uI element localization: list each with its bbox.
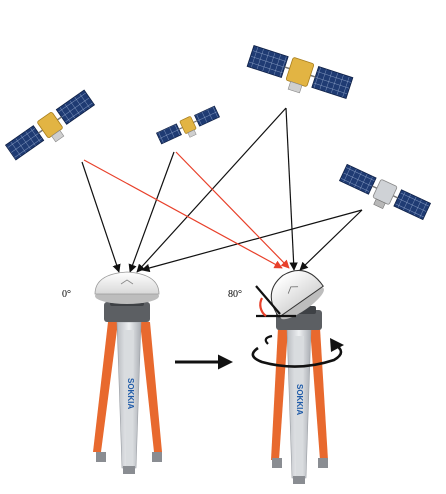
signal-arrow [299,209,363,271]
brand-logo: SOKKIA [295,384,304,415]
angle-label-80: 80° [228,289,242,300]
signal-arrow [128,151,175,273]
rotation-arrow-icon [251,334,344,368]
right-station: SOKKIA 80° [228,269,344,484]
signal-arrow [136,107,287,273]
tilted-gnss-antenna-icon [270,269,324,320]
angle-label-0: 0° [62,289,71,300]
signal-arrow [285,107,298,271]
tripod: SOKKIA [93,321,162,474]
gnss-antenna-icon [94,271,160,304]
satellite-3 [246,44,354,100]
signal-arrow [141,209,363,273]
multipath-arrow [175,151,290,269]
signal-arrow [81,161,121,273]
multipath-arrow [83,159,283,269]
brand-logo: SOKKIA [126,378,135,409]
satellite-2 [155,105,221,145]
left-station: SOKKIA 0° [62,271,162,474]
tilt-indicator [255,285,296,318]
satellite-4 [338,163,432,221]
satellite-1 [4,89,96,161]
tripod: SOKKIA [271,327,328,484]
